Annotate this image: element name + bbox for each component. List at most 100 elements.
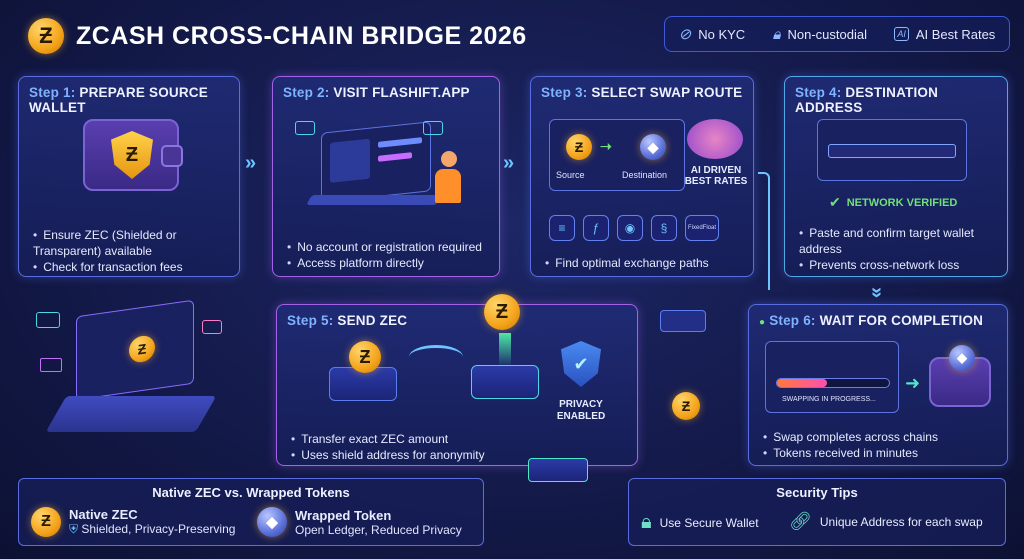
step-4-title: Step 4: DESTINATION ADDRESS (795, 85, 939, 115)
step-1-bullets: Ensure ZEC (Shielded or Transparent) ava… (33, 227, 239, 275)
native-zec-name: Native ZEC (69, 507, 138, 522)
ai-chip-icon: AI (894, 27, 909, 41)
network-verified: ✔ NETWORK VERIFIED (829, 194, 957, 211)
native-zec-desc: Shielded, Privacy-Preserving (81, 522, 236, 536)
down-arrow-icon (499, 333, 511, 367)
arrow-right-icon: ➝ (600, 138, 612, 154)
chevron-right-icon: » (245, 152, 256, 174)
route-destination-label: Destination (622, 170, 668, 180)
exchange-logo-icon: § (651, 215, 677, 241)
ethereum-coin-icon: ◆ (640, 134, 666, 160)
zcash-coin-icon: Ƶ (31, 507, 61, 537)
zcash-coin-icon: Ƶ (349, 341, 381, 373)
ethereum-coin-icon: ◆ (949, 345, 975, 371)
list-item: Check for transaction fees (33, 259, 239, 275)
list-item: No account or registration required (287, 239, 482, 255)
progress-window: SWAPPING IN PROGRESS... (765, 341, 899, 413)
address-input-window (817, 119, 967, 181)
step-3-title: Step 3: SELECT SWAP ROUTE (541, 85, 743, 100)
security-title: Security Tips (776, 485, 858, 500)
list-item: Prevents cross-network loss (799, 257, 1003, 273)
list-item: Ensure ZEC (Shielded or Transparent) ava… (33, 227, 239, 259)
keyboard-icon (306, 195, 442, 205)
person-body (435, 169, 461, 203)
coin-stack-icon: Ƶ (672, 392, 700, 420)
step-3-bullets: Find optimal exchange paths (545, 255, 708, 271)
list-item: Swap completes across chains (763, 429, 938, 445)
badge-no-kyc: ⊘No KYC (678, 26, 746, 43)
list-item: Uses shield address for anonymity (291, 447, 484, 463)
browser-window-icon (321, 121, 431, 203)
list-item: Transfer exact ZEC amount (291, 431, 485, 447)
list-item: Find optimal exchange paths (545, 255, 708, 271)
lock-icon: 🔒︎ (772, 25, 781, 43)
zcash-coin-icon: Ƶ (129, 334, 155, 364)
security-tip-1-text: Use Secure Wallet (659, 515, 759, 530)
browser-panel (330, 138, 370, 183)
step-1-card: Step 1: PREPARE SOURCE WALLET Ƶ Ensure Z… (18, 76, 240, 277)
step-4-bullets: Paste and confirm target wallet address … (799, 225, 1003, 273)
destination-wallet-icon: ◆ (929, 345, 991, 407)
chat-bubble-icon (423, 121, 443, 135)
step-2-bullets: No account or registration required Acce… (287, 239, 482, 271)
exchange-logo-icon: ƒ (583, 215, 609, 241)
comparison-panel: Native ZEC vs. Wrapped Tokens Ƶ Native Z… (18, 478, 484, 546)
step-6-card: ● Step 6: WAIT FOR COMPLETION SWAPPING I… (748, 304, 1008, 466)
brain-ai-icon (687, 119, 743, 159)
address-field (828, 144, 956, 158)
receive-platform (471, 365, 539, 399)
chevron-down-icon: » (866, 286, 889, 293)
arrow-right-icon: ➜ (905, 373, 921, 393)
shield-icon: ⛨ (69, 522, 82, 536)
step-2-title: Step 2: VISIT FLASHIFT.APP (283, 85, 470, 100)
ethereum-coin-icon: ◆ (257, 507, 287, 537)
step-3-card: Step 3: SELECT SWAP ROUTE Ƶ ➝ ◆ Source D… (530, 76, 754, 277)
chat-bubble-icon (202, 320, 222, 334)
laptop-illustration: Ƶ (36, 299, 236, 462)
progress-fill (777, 379, 828, 387)
step-5-card: Step 5: SEND ZEC Ƶ ✔ PRIVACY ENABLED Tra… (276, 304, 638, 466)
step-6-bullets: Swap completes across chains Tokens rece… (763, 429, 938, 461)
step-5-bullets: Transfer exact ZEC amount Uses shield ad… (291, 431, 485, 463)
step-2-card: Step 2: VISIT FLASHIFT.APP No account or… (272, 76, 500, 277)
badge-non-custodial: 🔒︎Non-custodial (772, 25, 867, 43)
wallet-clasp (161, 145, 183, 167)
wrapped-token-text: Wrapped Token Open Ledger, Reduced Priva… (295, 508, 462, 537)
zcash-floating-coin-icon: Ƶ (484, 294, 520, 330)
fixedfloat-logo: FixedFloat (685, 215, 719, 241)
list-item: Tokens received in minutes (763, 445, 938, 461)
shield-icon: Ƶ (111, 131, 153, 179)
security-panel: Security Tips 🔒︎ Use Secure Wallet 🔗︎ Un… (628, 478, 1006, 546)
step-6-title: ● Step 6: WAIT FOR COMPLETION (759, 313, 984, 328)
network-node (528, 458, 588, 482)
comparison-title: Native ZEC vs. Wrapped Tokens (152, 485, 350, 500)
page-header: Ƶ ZCASH CROSS-CHAIN BRIDGE 2026 (28, 18, 527, 54)
mail-icon (40, 358, 62, 372)
browser-line (378, 137, 422, 148)
laptop-keyboard (45, 396, 217, 432)
connector-line (758, 172, 770, 290)
native-zec-text: Native ZEC ⛨ Shielded, Privacy-Preservin… (69, 507, 235, 537)
wrapped-token-item: ◆ Wrapped Token Open Ledger, Reduced Pri… (257, 507, 462, 537)
security-tip-2: 🔗︎ Unique Address for each swap (789, 511, 983, 532)
browser-line (378, 152, 412, 162)
chevron-right-icon: » (503, 152, 514, 174)
wrapped-token-desc: Open Ledger, Reduced Privacy (295, 522, 462, 537)
privacy-enabled-label: PRIVACY ENABLED (556, 399, 606, 422)
transfer-arrow-icon (409, 345, 463, 369)
zcash-logo-icon: Ƶ (28, 18, 64, 54)
exchange-logo-icon: ≡ (549, 215, 575, 241)
list-item: Access platform directly (287, 255, 482, 271)
exchange-logos: ≡ ƒ ◉ § FixedFloat (549, 215, 719, 241)
zcash-coin-icon: Ƶ (566, 134, 592, 160)
laptop-screen: Ƶ (76, 299, 194, 401)
step-1-title: Step 1: PREPARE SOURCE WALLET (29, 85, 208, 115)
swap-route-window: Ƶ ➝ ◆ Source Destination (549, 119, 685, 191)
route-source-label: Source (556, 170, 585, 180)
check-circle-icon: ✔ (829, 194, 841, 210)
step-4-card: Step 4: DESTINATION ADDRESS ✔ NETWORK VE… (784, 76, 1008, 277)
no-id-icon: ⊘ (678, 26, 692, 43)
security-tip-2-text: Unique Address for each swap (819, 514, 983, 529)
